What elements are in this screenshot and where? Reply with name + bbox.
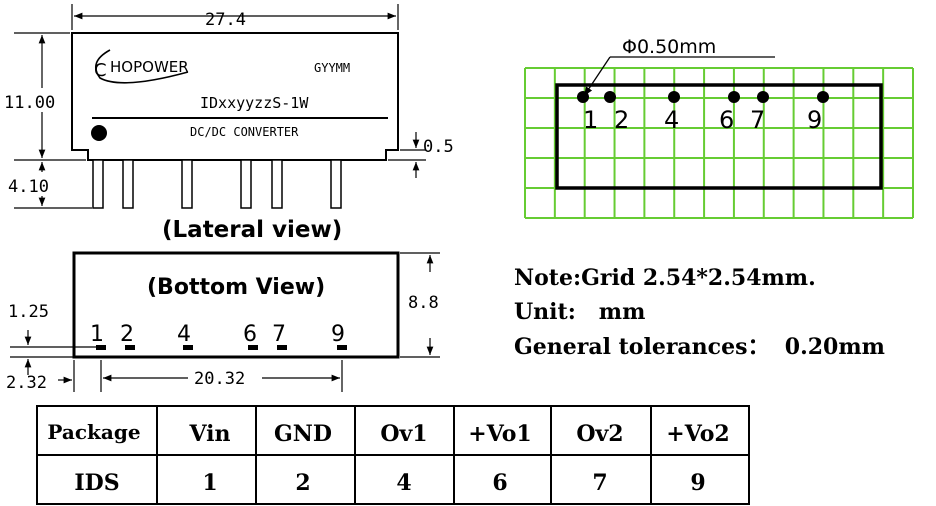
- dim-bottom-height: 8.8: [408, 293, 439, 313]
- date-code: GYYMM: [314, 61, 350, 75]
- dim-width: 27.4: [205, 10, 246, 30]
- grid-pin-labels: 1 2 4 6 7 9: [583, 106, 822, 134]
- table-header: +Vo2: [666, 421, 729, 447]
- table-header: Ov2: [576, 421, 623, 447]
- lateral-caption: (Lateral view): [162, 217, 342, 243]
- bottom-pin-label: 1: [90, 322, 104, 347]
- footprint-outline: [555, 83, 883, 190]
- converter-label: DC/DC CONVERTER: [190, 125, 299, 139]
- table-header: Package: [47, 420, 140, 444]
- bottom-pin-label: 4: [177, 322, 191, 347]
- dim-thickness: 0.5: [423, 137, 454, 157]
- bottom-outline: [72, 251, 400, 359]
- pin-diameter: Φ0.50mm: [622, 36, 716, 58]
- table-header: Ov1: [380, 421, 427, 447]
- note-tolerance: General tolerances： 0.20mm: [514, 334, 885, 360]
- dim-edge: 1.25: [8, 302, 49, 322]
- dim-offset: 2.32: [6, 373, 47, 393]
- part-number: IDxxyyzzS-1W: [200, 94, 309, 112]
- table-cell: 1: [202, 470, 217, 496]
- module-body: [71, 32, 399, 161]
- bottom-view: (Bottom View) 1 2 4 6 7 9 8.8 1.25: [6, 251, 440, 393]
- logo-brand: HOPOWER: [110, 58, 189, 76]
- notes: Note:Grid 2.54*2.54mm. Unit: mm General …: [514, 265, 885, 360]
- bottom-pin-label: 7: [272, 322, 286, 347]
- bottom-pin-label: 2: [120, 322, 134, 347]
- grid-pin-label: 6: [719, 106, 734, 134]
- dim-height: 11.00: [4, 93, 55, 113]
- table-cell: 6: [492, 470, 507, 496]
- note-unit: Unit: mm: [514, 299, 645, 325]
- logo-initial: C: [94, 60, 107, 81]
- logo-swoosh: [94, 49, 189, 84]
- table-cell: 2: [295, 470, 310, 496]
- bottom-caption: (Bottom View): [147, 275, 325, 300]
- grid-pin-label: 4: [664, 106, 679, 134]
- lateral-view: C HOPOWER GYYMM IDxxyyzzS-1W DC/DC CONVE…: [4, 4, 454, 243]
- grid-pin-label: 1: [583, 106, 598, 134]
- dim-span: 20.32: [194, 369, 245, 389]
- lateral-pins: [92, 159, 342, 209]
- grid-pin-label: 2: [614, 106, 629, 134]
- pin1-dot: [91, 125, 107, 141]
- bottom-pin-pads: [96, 345, 347, 350]
- dim-pin-length: 4.10: [8, 177, 49, 197]
- table-cell: 9: [690, 470, 705, 496]
- pin-table: Package Vin GND Ov1 +Vo1 Ov2 +Vo2 IDS 1 …: [36, 405, 750, 505]
- table-header: GND: [274, 421, 332, 447]
- grid-pin-label: 7: [750, 106, 765, 134]
- bottom-pin-labels: 1 2 4 6 7 9: [90, 322, 345, 347]
- bottom-pin-label: 9: [331, 322, 345, 347]
- grid-pin-label: 9: [807, 106, 822, 134]
- table-header: Vin: [188, 421, 230, 447]
- table-cell: IDS: [74, 470, 119, 496]
- table-cell: 7: [592, 470, 607, 496]
- bottom-pin-label: 6: [243, 322, 257, 347]
- table-header: +Vo1: [468, 421, 531, 447]
- table-cell: 4: [396, 470, 411, 496]
- pcb-grid-view: 1 2 4 6 7 9 Φ0.50mm: [524, 36, 914, 219]
- note-grid: Note:Grid 2.54*2.54mm.: [514, 265, 816, 291]
- grid-lines: [524, 67, 914, 219]
